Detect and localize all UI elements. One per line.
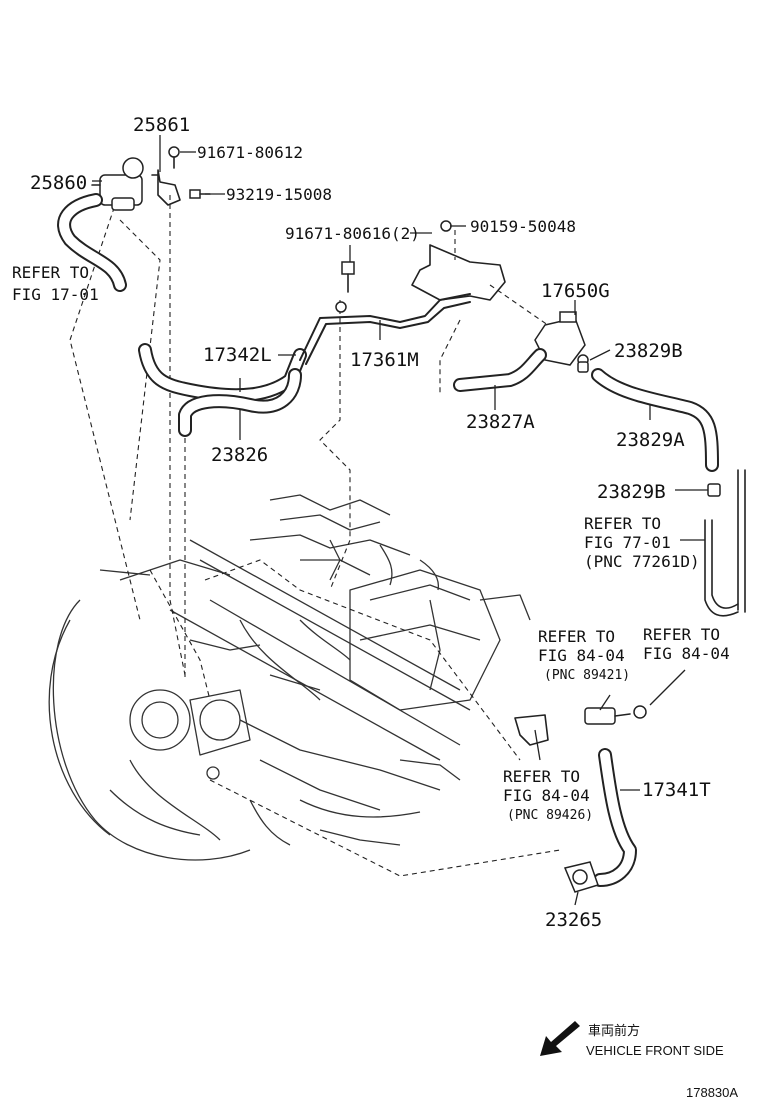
label-23829A[interactable]: 23829A (616, 429, 685, 451)
label-25860[interactable]: 25860 (30, 172, 87, 194)
label-93219-15008[interactable]: 93219-15008 (226, 185, 332, 204)
clip-23829B-top[interactable] (577, 361, 589, 373)
part-23265[interactable] (563, 861, 599, 893)
front-label-jp: 車両前方 (588, 1023, 640, 1038)
label-23826[interactable]: 23826 (211, 444, 268, 466)
label-refer17-1[interactable]: REFER TO (12, 263, 89, 282)
label-refer84a-1[interactable]: REFER TO (538, 627, 615, 646)
label-17342L[interactable]: 17342L (203, 344, 272, 366)
bolt-91671-80616[interactable] (341, 261, 355, 293)
label-refer84a-2[interactable]: FIG 84-04 (538, 646, 625, 665)
sensor-89421[interactable] (584, 705, 647, 725)
label-25861[interactable]: 25861 (133, 114, 190, 136)
engine-illustration (48, 494, 531, 861)
hose-17341T[interactable] (593, 748, 637, 887)
vsv-17650G[interactable] (534, 311, 589, 366)
label-23829B-mid[interactable]: 23829B (597, 481, 666, 503)
label-23265[interactable]: 23265 (545, 909, 602, 931)
vsv-25860[interactable] (91, 157, 144, 211)
label-refer17-2[interactable]: FIG 17-01 (12, 285, 99, 304)
hose-to-fig17[interactable] (57, 193, 127, 292)
label-91671-80616[interactable]: 91671-80616(2) (285, 224, 420, 243)
label-refer84a-3[interactable]: (PNC 89421) (544, 668, 630, 683)
label-refer77-1[interactable]: REFER TO (584, 514, 661, 533)
front-label-en: VEHICLE FRONT SIDE (586, 1043, 724, 1058)
bracket-89426[interactable] (514, 714, 549, 746)
label-17650G[interactable]: 17650G (541, 280, 610, 302)
label-refer84c-2[interactable]: FIG 84-04 (503, 786, 590, 805)
clip-23829B-mid[interactable] (707, 483, 721, 497)
label-refer84b-2[interactable]: FIG 84-04 (643, 644, 730, 663)
hose-23827A[interactable] (453, 348, 547, 392)
bracket-90159-50048[interactable] (411, 220, 506, 301)
hose-17342L[interactable] (138, 343, 307, 403)
leader-lines (92, 135, 708, 906)
label-23829B-top[interactable]: 23829B (614, 340, 683, 362)
reference-dash-lines (69, 189, 561, 877)
bolt-91671-80612[interactable] (168, 146, 180, 169)
label-refer77-2[interactable]: FIG 77-01 (584, 533, 671, 552)
pipe-to-fig77 (704, 469, 746, 617)
label-refer77-3[interactable]: (PNC 77261D) (584, 552, 700, 571)
bracket-25861[interactable] (151, 169, 181, 206)
figure-id: 178830A (686, 1085, 738, 1100)
arrow-down-left-icon (540, 1021, 580, 1056)
hose-23826[interactable] (178, 368, 302, 437)
labels: 25861 91671-80612 25860 93219-15008 REFE… (12, 114, 730, 931)
label-refer84c-3[interactable]: (PNC 89426) (507, 808, 593, 823)
hose-23829A[interactable] (591, 368, 719, 472)
label-refer84b-1[interactable]: REFER TO (643, 625, 720, 644)
label-17361M[interactable]: 17361M (350, 349, 419, 371)
label-23827A[interactable]: 23827A (466, 411, 535, 433)
vehicle-front-indicator: 車両前方 VEHICLE FRONT SIDE (540, 1021, 724, 1058)
label-refer84c-1[interactable]: REFER TO (503, 767, 580, 786)
label-17341T[interactable]: 17341T (642, 779, 711, 801)
label-90159-50048[interactable]: 90159-50048 (470, 217, 576, 236)
label-91671-80612[interactable]: 91671-80612 (197, 143, 303, 162)
